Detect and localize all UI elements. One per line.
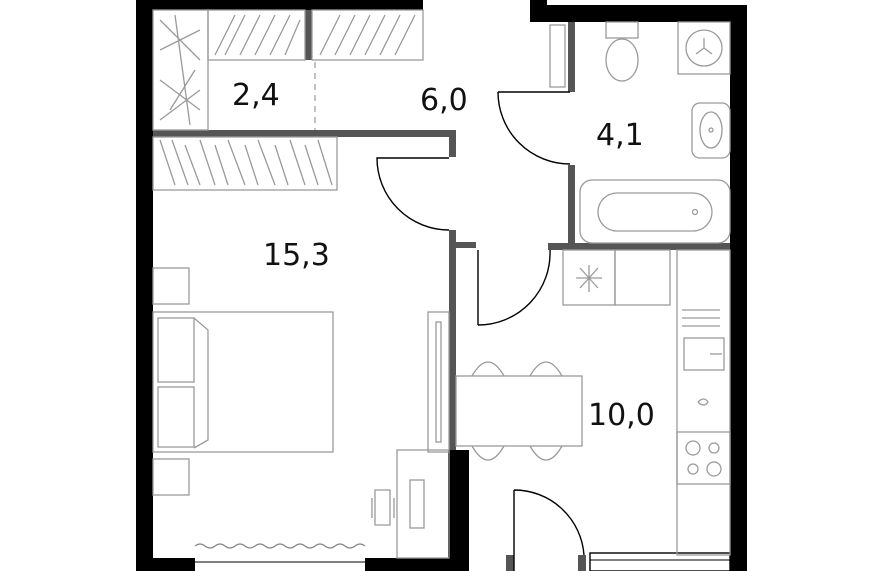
- room-area-bathroom: 4,1: [596, 118, 644, 153]
- bedroom-window: [195, 558, 365, 571]
- radiator: [194, 543, 366, 549]
- bedroom-door: [376, 157, 450, 231]
- entrance-door: [513, 489, 585, 571]
- kitchen-window: [589, 552, 731, 571]
- room-area-bedroom: 15,3: [263, 238, 330, 273]
- bedroom-closet: [152, 136, 338, 191]
- bathroom-door: [497, 91, 571, 165]
- kitchen-counter: [562, 249, 731, 556]
- outer-walls: [136, 0, 747, 571]
- washing-machine: [677, 21, 731, 75]
- dining-table: [455, 361, 583, 461]
- wardrobe-shelves: [152, 9, 424, 131]
- room-area-kitchen: 10,0: [588, 398, 655, 433]
- room-area-hallway: 6,0: [420, 83, 468, 118]
- bathtub: [579, 179, 731, 244]
- desk-and-chair: [371, 449, 450, 559]
- room-area-wardrobe: 2,4: [232, 78, 280, 113]
- bed: [152, 267, 334, 496]
- toilet: [605, 21, 639, 82]
- tv-stand: [427, 311, 450, 453]
- interior-walls: [153, 10, 730, 571]
- sink: [691, 102, 731, 159]
- kitchen-door: [477, 249, 551, 326]
- shower-rack: [549, 24, 566, 88]
